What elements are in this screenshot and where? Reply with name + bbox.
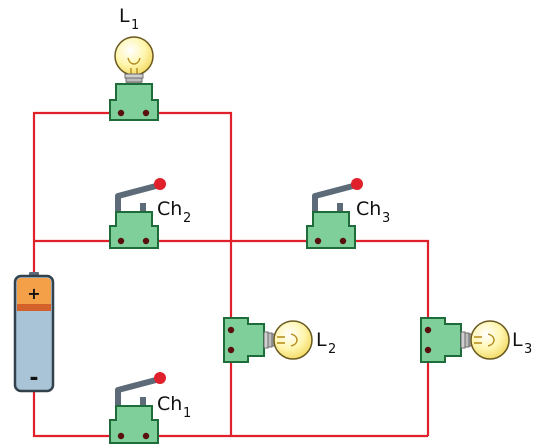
switch-ch2[interactable]: Ch 2 [109,178,191,249]
battery-minus: - [29,366,38,391]
light-bulb-icon [114,36,154,86]
wires [32,111,430,438]
wire-top-right [156,111,233,330]
switch-ch1[interactable]: Ch 1 [109,372,191,444]
toggle-switch-icon [115,178,166,215]
wire-ch3-right [353,239,430,330]
wire-left-top [32,111,112,276]
lamp-l2: L 2 [223,317,336,363]
wire-bottom-left [32,392,112,438]
switch-label-sub: 3 [382,211,390,226]
battery: + - [13,272,55,393]
lamp-label-sub: 2 [328,342,336,357]
lamp-label: L [512,329,523,351]
light-bulb-icon [263,320,313,360]
switch-base [109,405,159,444]
lamp-holder [223,317,265,363]
toggle-switch-icon [115,372,166,409]
switch-label: Ch [157,198,182,220]
lamp-holder [420,317,462,363]
switch-base [109,211,159,249]
lamp-l1: L 1 [109,5,159,121]
lamp-label-sub: 1 [131,18,139,33]
switch-label: Ch [356,198,381,220]
lamp-label: L [316,329,327,351]
switch-label-sub: 1 [183,406,191,421]
lamp-holder [109,83,159,121]
battery-band [17,304,51,311]
switch-ch3[interactable]: Ch 3 [306,178,390,249]
battery-top [17,278,51,306]
battery-plus: + [27,284,40,303]
switch-base [306,211,356,249]
lamp-l3: L 3 [420,317,532,363]
lamp-label-sub: 3 [524,342,532,357]
toggle-switch-icon [312,178,363,215]
light-bulb-icon [460,320,510,360]
switch-label-sub: 2 [183,211,191,226]
lamp-label: L [119,5,130,27]
switch-label: Ch [157,393,182,415]
